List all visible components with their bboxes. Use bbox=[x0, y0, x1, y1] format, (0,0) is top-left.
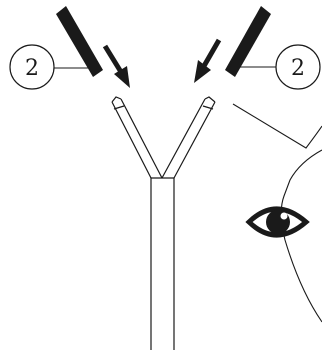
eye-icon bbox=[249, 209, 306, 235]
cable bbox=[112, 97, 215, 350]
callout-left: 2 bbox=[10, 45, 54, 89]
callout-label: 2 bbox=[25, 56, 39, 81]
callout-right: 2 bbox=[276, 45, 320, 89]
arrow-down-icon bbox=[105, 46, 130, 88]
blade-left bbox=[56, 6, 103, 77]
blade-right bbox=[225, 6, 271, 77]
callout-label: 2 bbox=[291, 56, 305, 81]
arrow-down-icon bbox=[194, 40, 219, 83]
